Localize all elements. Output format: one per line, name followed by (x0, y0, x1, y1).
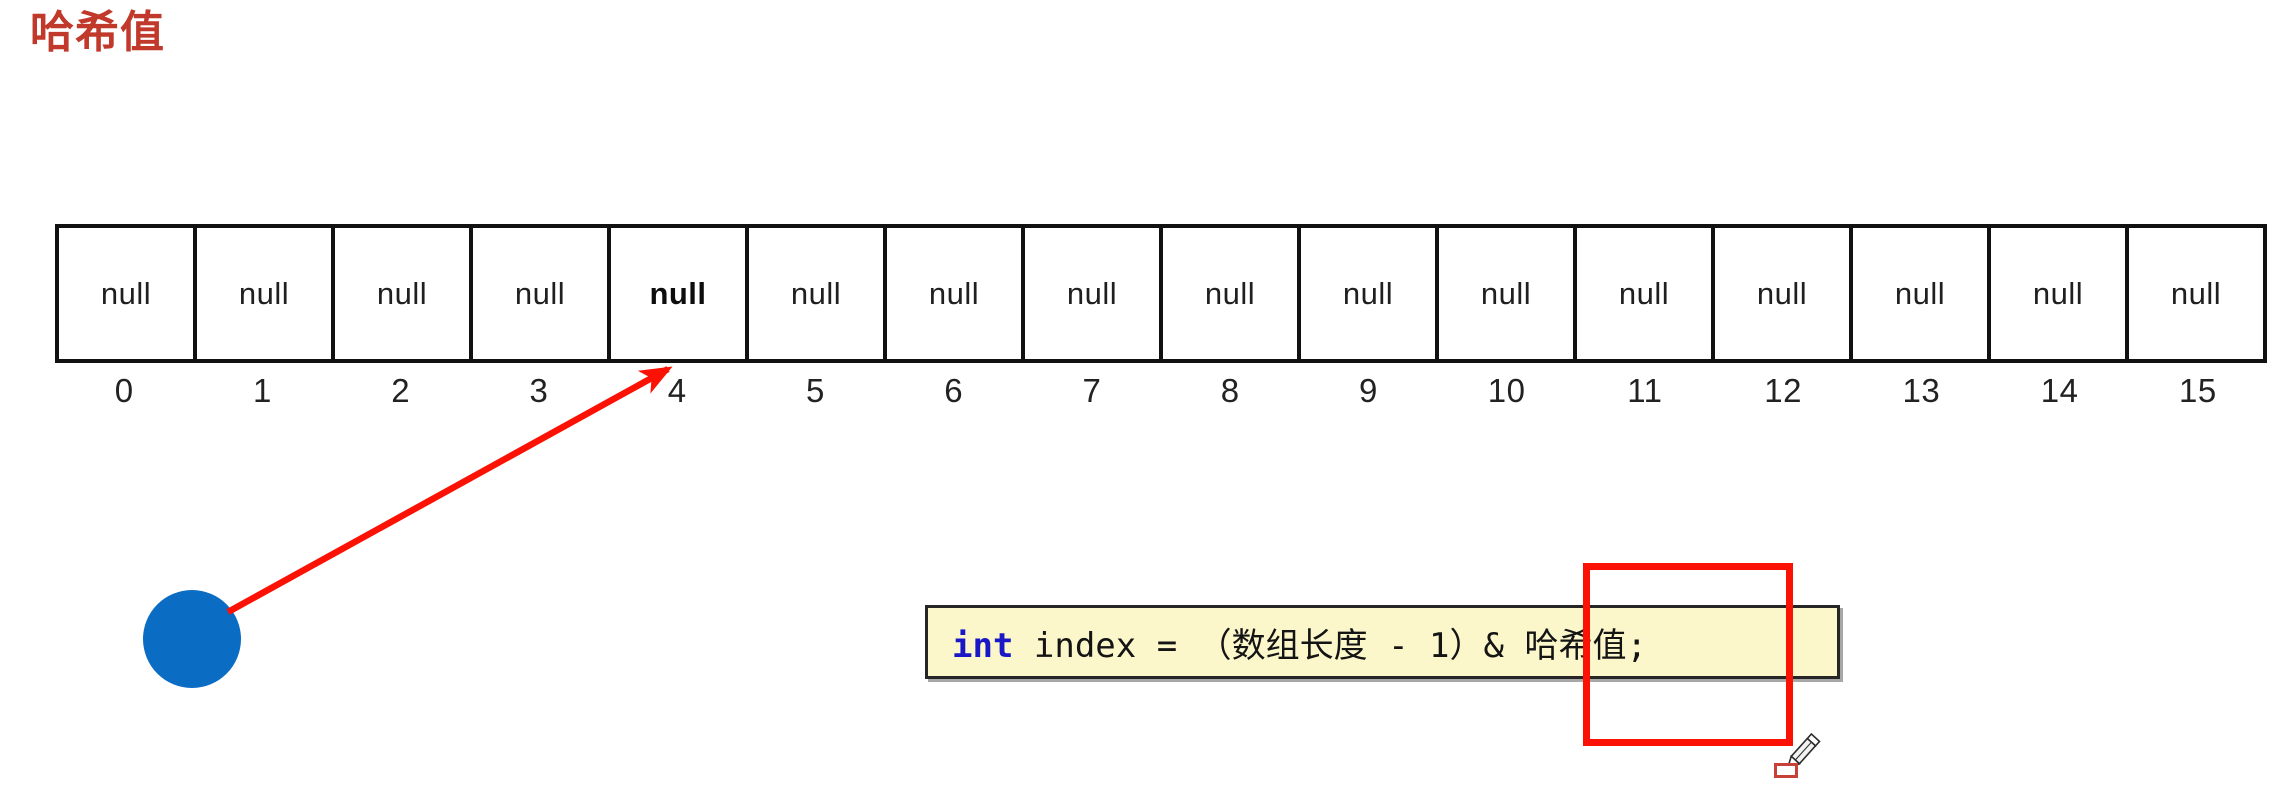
bucket-index-label-13: 13 (1902, 372, 1941, 409)
bucket-cell-6: null (887, 228, 1025, 359)
bucket-index-label-15: 15 (2179, 372, 2217, 409)
bucket-index-label-3: 3 (529, 372, 549, 409)
bucket-cell-7: null (1025, 228, 1163, 359)
bucket-cell-14: null (1991, 228, 2129, 359)
pen-color-swatch[interactable] (1774, 763, 1798, 778)
bucket-cell-5: null (749, 228, 887, 359)
bucket-cell-3: null (473, 228, 611, 359)
bucket-cell-value: null (376, 275, 428, 311)
code-snippet-box: int index = （数组长度 - 1）& 哈希值; (925, 605, 1840, 679)
bucket-cell-13: null (1853, 228, 1991, 359)
bucket-cell-value: null (1480, 275, 1532, 311)
bucket-cell-10: null (1439, 228, 1577, 359)
hash-bucket-array: null null null null null null null null null null… (55, 224, 2267, 363)
bucket-cell-value: null (1756, 275, 1808, 311)
code-expression: index = （数组长度 - 1）& 哈希值; (1013, 625, 1647, 666)
bucket-cell-value: null (514, 275, 566, 311)
bucket-index-label-1: 1 (252, 372, 272, 409)
bucket-cell-15: null (2129, 228, 2263, 359)
bucket-cell-0: null (59, 228, 197, 359)
bucket-index-label-10: 10 (1487, 372, 1526, 409)
bucket-cell-9: null (1301, 228, 1439, 359)
bucket-index-label-0: 0 (114, 372, 134, 409)
bucket-cell-value: null (1342, 275, 1394, 311)
bucket-index-label-5: 5 (805, 372, 825, 409)
page-title: 哈希值 (30, 8, 165, 57)
bucket-cell-value: null (238, 275, 290, 311)
bucket-cell-value: null (100, 275, 152, 311)
element-circle (143, 590, 241, 688)
bucket-cell-4: null (611, 228, 749, 359)
bucket-index-label-7: 7 (1082, 372, 1102, 409)
bucket-cell-12: null (1715, 228, 1853, 359)
bucket-index-label-4: 4 (667, 372, 687, 409)
bucket-index-label-8: 8 (1220, 372, 1240, 409)
bucket-cell-8: null (1163, 228, 1301, 359)
bucket-index-label-11: 11 (1627, 372, 1663, 409)
bucket-cell-value: null (649, 275, 707, 311)
bucket-cell-value: null (2032, 275, 2084, 311)
bucket-cell-value: null (1204, 275, 1256, 311)
bucket-cell-value: null (790, 275, 842, 311)
bucket-index-label-9: 9 (1358, 372, 1378, 409)
bucket-cell-1: null (197, 228, 335, 359)
bucket-index-label-12: 12 (1764, 372, 1802, 409)
code-snippet-text: int index = （数组长度 - 1）& 哈希值; (928, 618, 1647, 667)
red-highlight-rectangle (1583, 563, 1793, 746)
bucket-cell-value: null (928, 275, 980, 311)
bucket-cell-value: null (1066, 275, 1118, 311)
bucket-cell-11: null (1577, 228, 1715, 359)
bucket-cell-value: null (2170, 275, 2222, 311)
bucket-index-label-2: 2 (391, 372, 411, 409)
bucket-index-label-14: 14 (2040, 372, 2079, 409)
code-keyword-int: int (952, 625, 1014, 666)
bucket-cell-value: null (1894, 275, 1946, 311)
bucket-cell-value: null (1618, 275, 1670, 311)
bucket-index-label-6: 6 (944, 372, 964, 409)
bucket-cell-2: null (335, 228, 473, 359)
